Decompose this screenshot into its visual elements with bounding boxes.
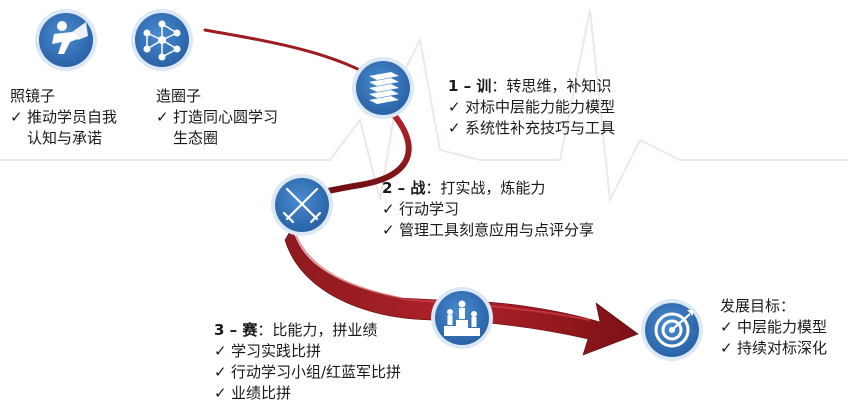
check-icon: ✓ xyxy=(448,98,461,116)
mirror-block: 照镜子 ✓推动学员自我 认知与承诺 xyxy=(10,86,117,149)
check-icon: ✓ xyxy=(214,342,227,360)
superhero-icon xyxy=(35,9,97,71)
mirror-item-2: 认知与承诺 xyxy=(27,129,103,147)
compete-block: 3 – 赛：比能力，拼业绩 ✓学习实践比拼 ✓行动学习小组/红蓝军比拼 ✓业绩比… xyxy=(214,320,401,404)
books-icon xyxy=(352,57,414,119)
train-item-2: 系统性补充技巧与工具 xyxy=(465,119,616,137)
compete-subtitle: ：比能力，拼业绩 xyxy=(257,321,378,339)
battle-subtitle: ：打实战，炼能力 xyxy=(425,179,546,197)
circle-title: 造圈子 xyxy=(156,87,202,105)
path-highlight xyxy=(295,235,591,321)
background-pulse-line xyxy=(0,9,848,204)
path-tail xyxy=(203,28,380,82)
battle-item-1: 行动学习 xyxy=(399,200,460,218)
podium-icon xyxy=(431,287,493,349)
goal-title: 发展目标： xyxy=(720,297,796,315)
compete-item-1: 学习实践比拼 xyxy=(231,342,322,360)
train-block: 1 – 训：转思维，补知识 ✓对标中层能力能力模型 ✓系统性补充技巧与工具 xyxy=(448,76,615,139)
compete-item-2: 行动学习小组/红蓝军比拼 xyxy=(231,363,402,381)
check-icon: ✓ xyxy=(382,221,395,239)
network-people-icon xyxy=(131,9,193,71)
check-icon: ✓ xyxy=(720,318,733,336)
check-icon: ✓ xyxy=(156,108,169,126)
goal-item-1: 中层能力模型 xyxy=(737,318,828,336)
check-icon: ✓ xyxy=(448,119,461,137)
train-item-1: 对标中层能力能力模型 xyxy=(465,98,616,116)
check-icon: ✓ xyxy=(214,384,227,402)
goal-item-2: 持续对标深化 xyxy=(737,339,828,357)
circle-item-1: 打造同心圆学习 xyxy=(173,108,279,126)
check-icon: ✓ xyxy=(720,339,733,357)
battle-item-2: 管理工具刻意应用与点评分享 xyxy=(399,221,595,239)
compete-item-3: 业绩比拼 xyxy=(231,384,292,402)
circle-item-2: 生态圈 xyxy=(173,129,219,147)
compete-number: 3 – 赛 xyxy=(214,321,258,339)
circle-block: 造圈子 ✓打造同心圆学习 生态圈 xyxy=(156,86,278,149)
mirror-item-1: 推动学员自我 xyxy=(27,108,118,126)
crossed-swords-icon xyxy=(271,174,333,236)
check-icon: ✓ xyxy=(214,363,227,381)
battle-block: 2 – 战：打实战，炼能力 ✓行动学习 ✓管理工具刻意应用与点评分享 xyxy=(382,178,594,241)
train-subtitle: ：转思维，补知识 xyxy=(491,77,612,95)
check-icon: ✓ xyxy=(10,108,23,126)
mirror-title: 照镜子 xyxy=(10,87,56,105)
target-icon xyxy=(641,299,703,361)
goal-block: 发展目标： ✓中层能力模型 ✓持续对标深化 xyxy=(720,296,827,359)
train-number: 1 – 训 xyxy=(448,77,492,95)
battle-number: 2 – 战 xyxy=(382,179,426,197)
check-icon: ✓ xyxy=(382,200,395,218)
